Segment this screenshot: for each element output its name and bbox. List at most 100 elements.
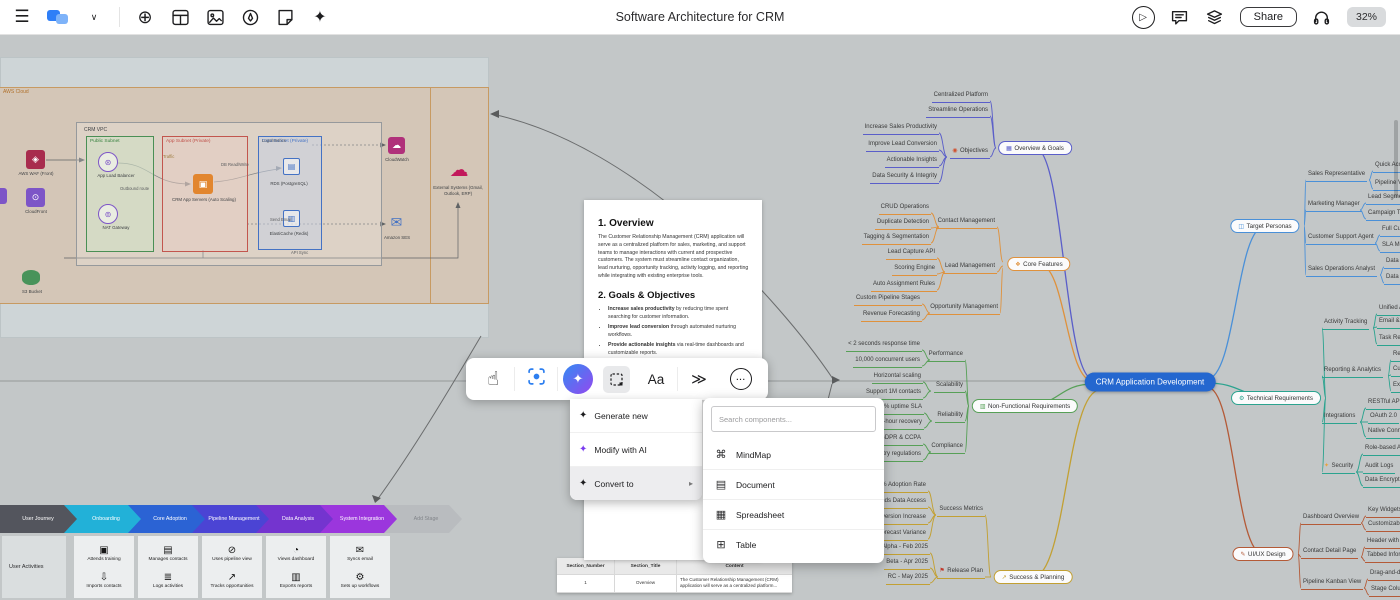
journey-stage-pipeline-management[interactable]: Pipeline Management (192, 505, 270, 533)
activity-cell[interactable]: ◔Views dashboard▥Exports reports (266, 536, 326, 598)
mindmap-node-drag-and-dro[interactable]: Drag-and-dro (1368, 569, 1400, 581)
journey-stage-data-analysis[interactable]: Data Analysis (256, 505, 334, 533)
journey-stage-onboarding[interactable]: Onboarding (64, 505, 142, 533)
mindmap-node-native-conne[interactable]: Native Conne (1366, 427, 1400, 439)
convert-to-submenu[interactable]: ⌘MindMap▤Document▦Spreadsheet⊞Table (703, 398, 884, 563)
mindmap-node-centralized-platform[interactable]: Centralized Platform (931, 91, 990, 103)
activity-cell[interactable]: ✉Syncs email ⚙Sets up workflows (330, 536, 390, 598)
mindmap-node-release-plan[interactable]: ⚑Release Plan (937, 567, 985, 579)
mindmap-node-role-based-ac[interactable]: Role-based Ac (1363, 444, 1400, 456)
mindmap-node-compliance[interactable]: Compliance (929, 442, 965, 454)
mindmap-node-header-with-ac[interactable]: Header with Ac (1365, 537, 1400, 549)
mindmap-node-customer-support-agent[interactable]: Customer Support Agent (1306, 233, 1376, 245)
menu-item-generate-new[interactable]: ✦Generate new (570, 399, 702, 433)
expand-toolbar-button[interactable]: ≫ (678, 358, 720, 400)
mindmap-node-customizable[interactable]: Customizable (1366, 520, 1400, 532)
mindmap-node-pipeline-visib[interactable]: Pipeline Visib (1373, 179, 1400, 191)
activity-sets-up-workflows[interactable]: ⚙Sets up workflows (341, 572, 380, 589)
journey-stage-system-integration[interactable]: System Integration (320, 505, 398, 533)
activity-manages-contacts[interactable]: ▤Manages contacts (149, 545, 188, 562)
mindmap-node-5-seconds-data-access[interactable]: <5 seconds Data Access (858, 497, 928, 509)
search-components-input[interactable] (711, 406, 876, 432)
main-menu-icon[interactable]: ☰ (14, 7, 30, 26)
mindmap-node-custom-pipeline-stages[interactable]: Custom Pipeline Stages (853, 294, 922, 306)
pen-tool-icon[interactable] (240, 7, 260, 27)
mindmap-node-cus[interactable]: Cus (1391, 365, 1400, 377)
activity-uses-pipeline-view[interactable]: ⊘Uses pipeline view (212, 545, 252, 562)
mindmap-node-duplicate-detection[interactable]: Duplicate Detection (874, 218, 931, 230)
mindmap-node-2-seconds-response-time[interactable]: < 2 seconds response time (846, 340, 922, 352)
mindmap-node-integrations[interactable]: Integrations (1322, 412, 1358, 424)
mindmap-node-industry-regulations[interactable]: Industry regulations (866, 450, 923, 462)
frame-select-button[interactable] (603, 365, 630, 393)
mindmap-node-audit-logs[interactable]: Audit Logs (1363, 462, 1396, 474)
activity-cell[interactable]: ▤Manages contacts ≣Logs activities (138, 536, 198, 598)
menu-item-convert-to[interactable]: ✦Convert to▸ (570, 467, 702, 500)
mindmap-node-streamline-operations[interactable]: Streamline Operations (926, 106, 990, 118)
mindmap-node-data-exp[interactable]: Data Exp (1384, 257, 1400, 269)
journey-stage-core-adoption[interactable]: Core Adoption (128, 505, 206, 533)
mindmap-node-contact-detail-page[interactable]: Contact Detail Page (1301, 547, 1359, 559)
mindmap-node-exp[interactable]: Exp (1391, 381, 1400, 393)
mindmap-node-15-conversion-increase[interactable]: 15% Conversion Increase (855, 513, 928, 525)
mindmap-node-5-forecast-variance[interactable]: ±5% Forecast Variance (862, 529, 928, 541)
activity-syncs-email[interactable]: ✉Syncs email (347, 545, 373, 562)
menu-item-modify-with-ai[interactable]: ✦Modify with AI (570, 433, 702, 467)
mindmap-topic-core-features[interactable]: ❖Core Features (1007, 257, 1071, 271)
mindmap-topic-target-personas[interactable]: ◫Target Personas (1230, 219, 1300, 233)
mindmap-node-rea[interactable]: Rea (1391, 350, 1400, 362)
aws-cloud-panel[interactable] (0, 87, 434, 304)
headphones-icon[interactable] (1312, 7, 1332, 27)
mindmap-node-horizontal-scaling[interactable]: Horizontal scaling (871, 372, 923, 384)
text-tool-button[interactable]: Aa (635, 358, 677, 400)
comments-icon[interactable] (1170, 7, 1190, 27)
mindmap-node-contact-management[interactable]: Contact Management (935, 217, 997, 229)
mindmap-topic-technical-requirements[interactable]: ⚙Technical Requirements (1231, 391, 1321, 405)
mindmap-node-beta-apr-2025[interactable]: Beta - Apr 2025 (884, 558, 930, 570)
sticky-note-icon[interactable] (275, 7, 295, 27)
mindmap-node-data-encryptio[interactable]: Data Encryptio (1363, 476, 1400, 488)
mindmap-node-reliability[interactable]: Reliability (935, 411, 965, 423)
activity-cell[interactable]: ⊘Uses pipeline view ↗Tracks opportunities (202, 536, 262, 598)
mindmap-node-opportunity-management[interactable]: Opportunity Management (928, 303, 1000, 315)
mindmap-node-scoring-engine[interactable]: Scoring Engine (892, 264, 937, 276)
mindmap-node-sales-representative[interactable]: Sales Representative (1306, 170, 1368, 182)
mindmap-node-stage-colum[interactable]: Stage Colum (1369, 585, 1400, 597)
mindmap-node-data-security-integrity[interactable]: Data Security & Integrity (870, 172, 939, 184)
activity-cell[interactable]: ▣Attends training⇩Imports contacts (74, 536, 134, 598)
mindmap-node-auto-assignment-rules[interactable]: Auto Assignment Rules (870, 280, 937, 292)
mindmap-topic-non-functional-requirements[interactable]: ▥Non-Functional Requirements (971, 399, 1079, 413)
mindmap-node-alpha-feb-2025[interactable]: Alpha - Feb 2025 (879, 543, 930, 555)
ai-assistant-button[interactable]: ✦ (563, 364, 593, 394)
journey-stage-add-stage[interactable]: Add Stage (384, 505, 462, 533)
mindmap-node-quick-acces[interactable]: Quick Acces (1373, 161, 1400, 173)
more-options-button[interactable]: ··· (720, 358, 762, 400)
mindmap-node-unified-a[interactable]: Unified A (1377, 304, 1400, 316)
mindmap-node-success-metrics[interactable]: Success Metrics (937, 505, 985, 517)
frame-tool-icon[interactable] (170, 7, 190, 27)
mindmap-node-tagging-segmentation[interactable]: Tagging & Segmentation (861, 233, 931, 245)
mindmap-node-tabbed-informa[interactable]: Tabbed Informa (1365, 551, 1400, 563)
mindmap-node-10-000-concurrent-users[interactable]: 10,000 concurrent users (853, 356, 922, 368)
component-item-mindmap[interactable]: ⌘MindMap (703, 440, 884, 470)
mindmap-node-lead-management[interactable]: Lead Management (942, 262, 997, 274)
mindmap-node-lead-segment[interactable]: Lead Segment (1366, 193, 1400, 205)
activity-logs-activities[interactable]: ≣Logs activities (153, 572, 183, 589)
share-button[interactable]: Share (1239, 7, 1297, 27)
mindmap-central-topic-crm-application-development[interactable]: CRM Application Development (1084, 372, 1216, 392)
mindmap-node-support-1m-contacts[interactable]: Support 1M contacts (863, 388, 923, 400)
mindmap-node-performance[interactable]: Performance (926, 350, 965, 362)
app-logo[interactable] (47, 9, 69, 25)
mindmap-node-reporting-analytics[interactable]: Reporting & Analytics (1322, 366, 1384, 378)
mindmap-node-revenue-forecasting[interactable]: Revenue Forecasting (860, 310, 922, 322)
activity-tracks-opportunities[interactable]: ↗Tracks opportunities (210, 572, 253, 589)
ai-context-menu[interactable]: ✦Generate new✦Modify with AI✦Convert to▸ (570, 399, 702, 500)
activities-row[interactable]: User Activities (2, 536, 66, 598)
chevron-down-icon[interactable]: ∨ (90, 11, 98, 22)
mindmap-node-lead-capture-api[interactable]: Lead Capture API (885, 248, 937, 260)
image-tool-icon[interactable] (205, 7, 225, 27)
mindmap-node-pipeline-kanban-view[interactable]: Pipeline Kanban View (1301, 578, 1364, 590)
mindmap-node-restful-api[interactable]: RESTful API (1366, 398, 1400, 410)
